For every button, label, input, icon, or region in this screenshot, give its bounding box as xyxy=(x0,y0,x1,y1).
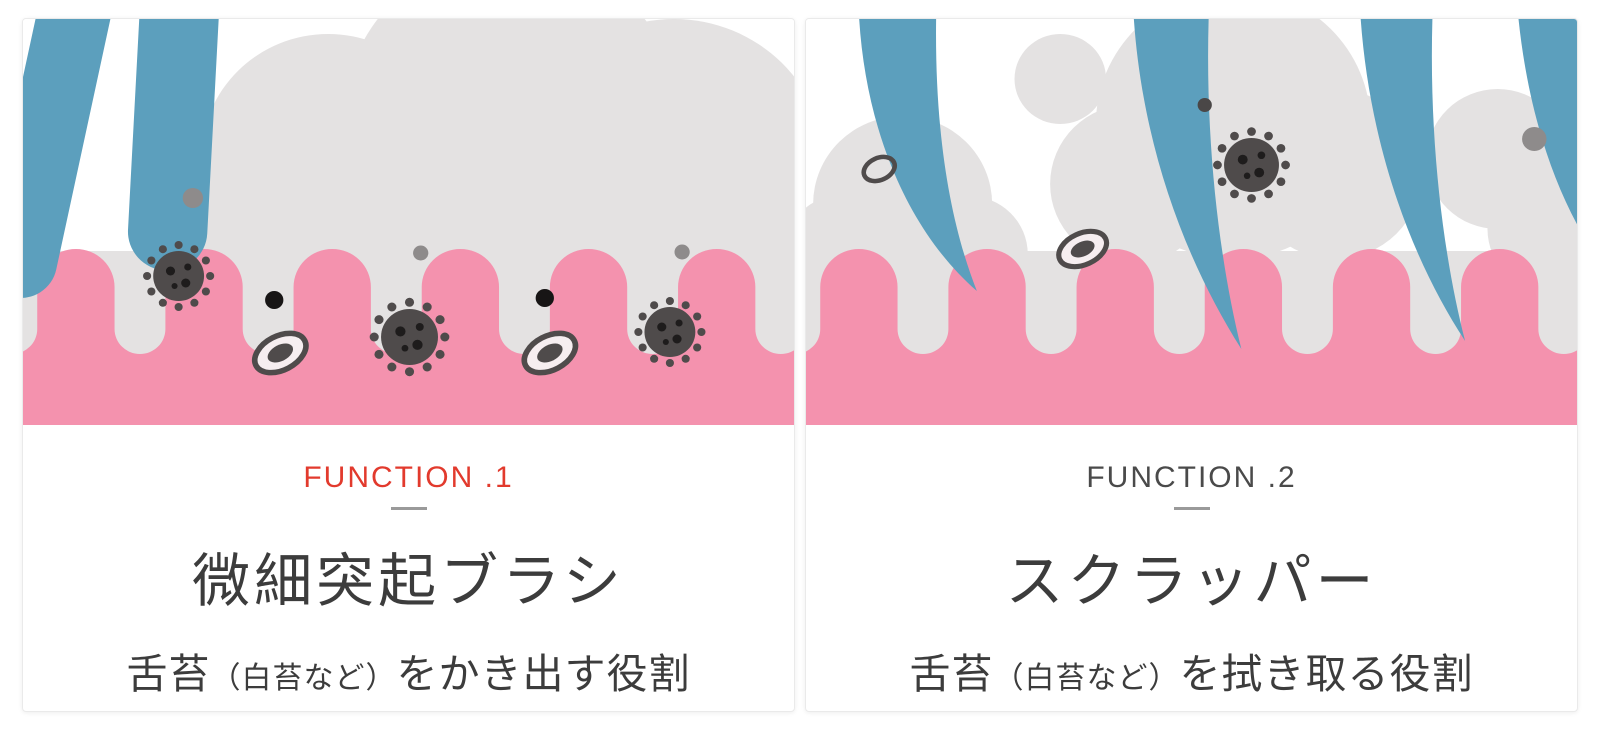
function-title: 微細突起ブラシ xyxy=(192,549,625,614)
function-label: FUNCTION .2 xyxy=(1086,461,1297,494)
caption-area-2: FUNCTION .2 スクラッパー 舌苔（白苔など）を拭き取る役割 xyxy=(806,425,1577,700)
germs xyxy=(860,98,1547,274)
function-label: FUNCTION .1 xyxy=(303,461,514,494)
desc-main-text: をかき出す役割 xyxy=(396,651,691,697)
illustration-area-2 xyxy=(806,19,1577,425)
tongue-surface xyxy=(23,249,794,425)
function-card-1: FUNCTION .1 微細突起ブラシ 舌苔（白苔など）をかき出す役割 xyxy=(22,18,795,712)
desc-main-text: を拭き取る役割 xyxy=(1179,651,1474,697)
label-divider xyxy=(1173,507,1210,510)
gray-dot-germ xyxy=(182,188,204,208)
gray-dot-germ xyxy=(413,245,429,261)
function-card-2: FUNCTION .2 スクラッパー 舌苔（白苔など）を拭き取る役割 xyxy=(805,18,1578,712)
desc-paren-text: （白苔など） xyxy=(210,662,397,695)
scraper-illustration xyxy=(806,19,1577,425)
caption-area-1: FUNCTION .1 微細突起ブラシ 舌苔（白苔など）をかき出す役割 xyxy=(23,425,794,700)
tongue-surface xyxy=(806,249,1577,425)
scraper-blades xyxy=(859,19,1577,349)
function-title: スクラッパー xyxy=(1005,549,1378,614)
germs xyxy=(143,188,706,381)
dark-dot-germ xyxy=(535,289,554,307)
desc-main-text: 舌苔 xyxy=(909,651,994,697)
brush-illustration xyxy=(23,19,794,425)
desc-paren-text: （白苔など） xyxy=(993,662,1180,695)
illustration-area-1 xyxy=(23,19,794,425)
function-description: 舌苔（白苔など）をかき出す役割 xyxy=(23,640,794,700)
gray-dot-germ xyxy=(674,244,690,260)
gray-dot-germ xyxy=(1522,127,1547,151)
dark-dot-germ xyxy=(265,291,284,309)
label-divider xyxy=(390,507,427,510)
function-description: 舌苔（白苔など）を拭き取る役割 xyxy=(806,640,1577,700)
dark-dot-germ xyxy=(1197,98,1212,112)
desc-main-text: 舌苔 xyxy=(126,651,211,697)
